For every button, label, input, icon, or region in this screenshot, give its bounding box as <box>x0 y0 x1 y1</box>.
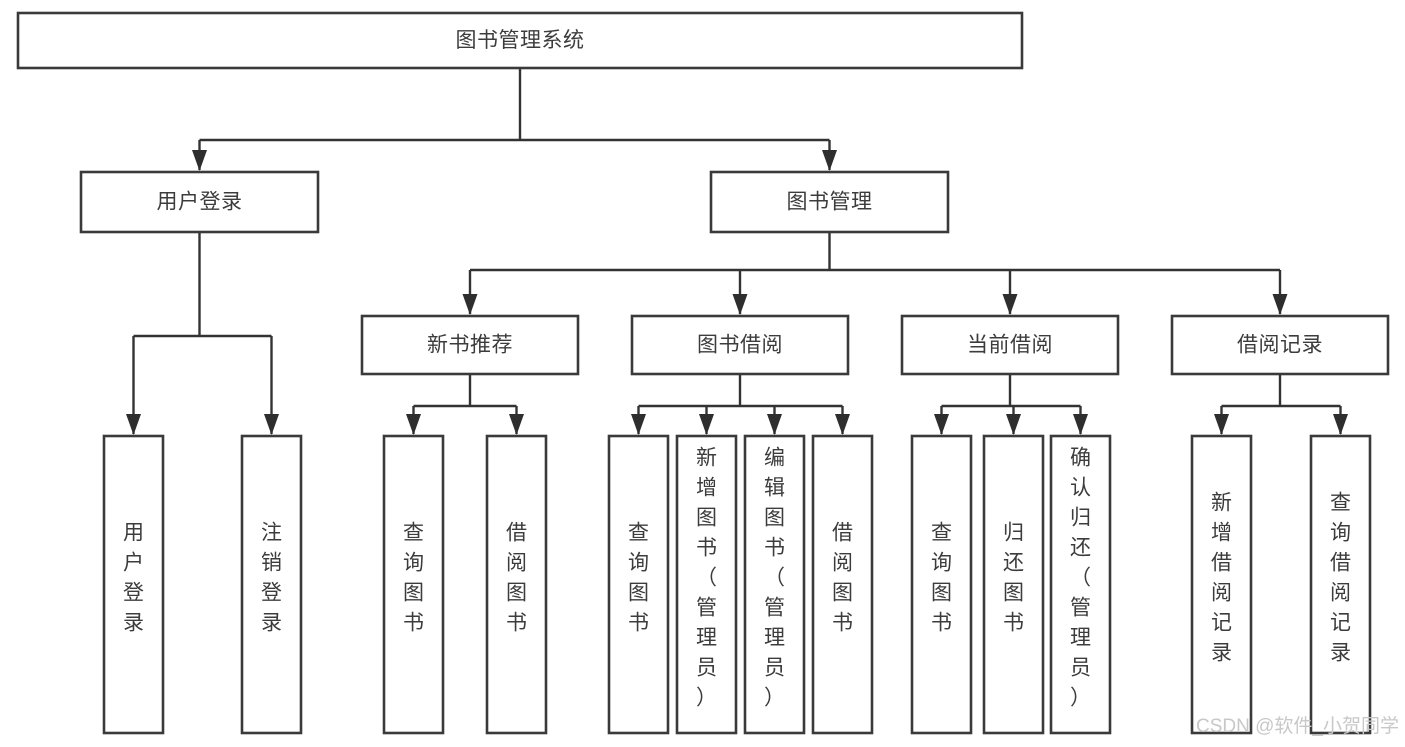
node-leaf-add-book[interactable]: 新增图书（管理员） <box>675 434 738 735</box>
node-leaf-add-book-box <box>675 434 738 735</box>
arrow-head-icon-to-leaf-logout-login <box>264 414 279 435</box>
node-leaf-query-book-2-label: 查询图书 <box>628 522 649 635</box>
node-leaf-edit-book[interactable]: 编辑图书（管理员） <box>743 434 806 735</box>
csdn-watermark: CSDN @软件_小贺同学 <box>1196 715 1399 737</box>
node-book-manage-box <box>709 170 950 234</box>
node-current-borrow-box <box>900 314 1120 376</box>
node-leaf-query-book-1-box <box>382 434 445 735</box>
node-leaf-return-book-label: 归还图书 <box>1003 522 1024 635</box>
node-book-borrow[interactable]: 图书借阅 <box>630 314 850 376</box>
node-leaf-borrow-book-1-box <box>485 434 548 735</box>
node-leaf-query-borrow-record-label: 查询借阅记录 <box>1330 492 1351 665</box>
arrow-head-icon-to-user-login <box>192 150 207 171</box>
arrow-head-icon-to-book-manage <box>822 150 837 171</box>
node-leaf-borrow-book-2[interactable]: 借阅图书 <box>811 434 874 735</box>
node-leaf-confirm-return[interactable]: 确认归还（管理员） <box>1049 434 1112 735</box>
node-root-box <box>16 11 1024 70</box>
arrow-head-icon-to-current-borrow <box>1002 294 1018 315</box>
node-user-login-box <box>79 170 320 234</box>
node-user-login[interactable]: 用户登录 <box>79 170 320 234</box>
node-new-book-recommend[interactable]: 新书推荐 <box>360 314 580 376</box>
node-book-manage-label: 图书管理 <box>787 191 873 214</box>
arrow-head-icon-to-leaf-query-book-3 <box>934 414 949 435</box>
arrow-head-icon-to-leaf-borrow-book-2 <box>835 414 850 435</box>
node-leaf-edit-book-box <box>743 434 806 735</box>
arrow-head-icon-to-leaf-return-book <box>1006 414 1021 435</box>
node-leaf-borrow-book-1-label: 借阅图书 <box>506 522 527 635</box>
node-leaf-logout-login-label: 注销登录 <box>261 522 282 635</box>
node-leaf-query-book-3-label: 查询图书 <box>931 522 952 635</box>
node-root[interactable]: 图书管理系统 <box>16 11 1024 70</box>
arrow-head-icon-to-leaf-confirm-return <box>1073 414 1088 435</box>
node-book-manage[interactable]: 图书管理 <box>709 170 950 234</box>
node-current-borrow-label: 当前借阅 <box>967 334 1053 357</box>
node-leaf-query-borrow-record[interactable]: 查询借阅记录 <box>1309 434 1372 735</box>
node-leaf-query-book-2[interactable]: 查询图书 <box>607 434 670 735</box>
node-leaf-logout-login-box <box>240 434 303 735</box>
node-leaf-return-book[interactable]: 归还图书 <box>982 434 1045 735</box>
arrow-head-icon-to-borrow-record <box>1272 294 1288 315</box>
arrow-head-icon-to-leaf-borrow-book-1 <box>509 414 524 435</box>
node-leaf-borrow-book-2-label: 借阅图书 <box>832 522 853 635</box>
arrow-head-icon-to-leaf-query-book-2 <box>631 414 646 435</box>
node-leaf-query-borrow-record-box <box>1309 434 1372 735</box>
node-leaf-query-book-3-box <box>910 434 973 735</box>
node-borrow-record-box <box>1170 314 1390 376</box>
node-leaf-edit-book-label: 编辑图书（管理员） <box>764 447 785 710</box>
arrow-head-icon-to-new-book-recommend <box>462 294 478 315</box>
arrow-head-icon-to-leaf-user-login <box>126 414 141 435</box>
node-new-book-recommend-label: 新书推荐 <box>427 334 513 357</box>
node-leaf-confirm-return-box <box>1049 434 1112 735</box>
node-leaf-query-book-1[interactable]: 查询图书 <box>382 434 445 735</box>
node-leaf-borrow-book-2-box <box>811 434 874 735</box>
node-leaf-confirm-return-label: 确认归还（管理员） <box>1070 447 1091 710</box>
node-leaf-user-login-label: 用户登录 <box>123 522 144 635</box>
connector-layer <box>126 68 1348 435</box>
node-leaf-borrow-book-1[interactable]: 借阅图书 <box>485 434 548 735</box>
node-book-borrow-label: 图书借阅 <box>697 334 783 357</box>
node-leaf-query-book-2-box <box>607 434 670 735</box>
arrow-head-icon-to-leaf-query-borrow-record <box>1333 414 1348 435</box>
arrow-head-icon-to-leaf-add-borrow-record <box>1214 414 1229 435</box>
node-borrow-record-label: 借阅记录 <box>1237 334 1323 357</box>
node-layer: 图书管理系统用户登录图书管理新书推荐图书借阅当前借阅借阅记录用户登录注销登录查询… <box>16 11 1390 735</box>
node-leaf-add-book-label: 新增图书（管理员） <box>696 447 717 710</box>
node-leaf-return-book-box <box>982 434 1045 735</box>
node-borrow-record[interactable]: 借阅记录 <box>1170 314 1390 376</box>
arrow-head-icon-to-book-borrow <box>732 294 748 315</box>
node-new-book-recommend-box <box>360 314 580 376</box>
node-user-login-label: 用户登录 <box>157 191 243 214</box>
node-current-borrow[interactable]: 当前借阅 <box>900 314 1120 376</box>
arrow-head-icon-to-leaf-add-book <box>699 414 714 435</box>
node-leaf-logout-login[interactable]: 注销登录 <box>240 434 303 735</box>
node-leaf-query-book-1-label: 查询图书 <box>403 522 424 635</box>
node-leaf-user-login-box <box>102 434 165 735</box>
node-leaf-add-borrow-record[interactable]: 新增借阅记录 <box>1190 434 1253 735</box>
arrow-head-icon-to-leaf-edit-book <box>767 414 782 435</box>
node-leaf-query-book-3[interactable]: 查询图书 <box>910 434 973 735</box>
node-book-borrow-box <box>630 314 850 376</box>
node-root-label: 图书管理系统 <box>456 29 585 52</box>
node-leaf-add-borrow-record-box <box>1190 434 1253 735</box>
node-leaf-add-borrow-record-label: 新增借阅记录 <box>1211 492 1232 665</box>
arrow-head-icon-to-leaf-query-book-1 <box>406 414 421 435</box>
node-leaf-user-login[interactable]: 用户登录 <box>102 434 165 735</box>
